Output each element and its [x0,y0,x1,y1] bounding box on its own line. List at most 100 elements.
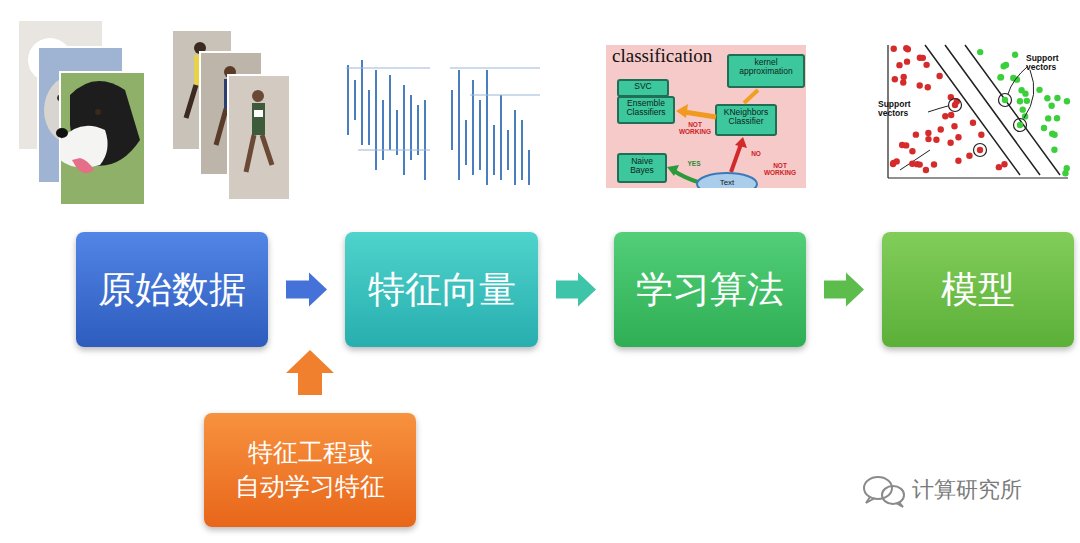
data-point [1001,161,1007,167]
chart-label: Naive Bayes [620,157,664,176]
support-vector-ring [999,94,1012,107]
feature-bar [417,105,419,155]
classifier-chart [716,105,776,135]
data-point [998,74,1004,80]
data-point [955,134,961,140]
data-point [1024,98,1030,104]
classifier-chart [684,112,716,117]
classifier-chart [606,45,806,188]
data-point [942,113,948,119]
feature-bar [458,70,460,180]
data-point [925,136,931,142]
data-point [916,161,922,167]
data-point [938,126,944,132]
flow-arrow [286,273,327,307]
data-point [909,161,915,167]
data-point [893,158,899,164]
chart-rule [346,68,430,150]
feature-bar [382,100,384,160]
data-point [913,131,919,137]
runner-photo [254,110,263,117]
support-vector-ring [1014,119,1027,132]
feature-bar [507,130,509,170]
chart-label: YES [684,160,704,167]
process-box: 特征向量 [345,232,538,347]
data-point [1003,62,1009,68]
feature-bar [396,110,398,155]
chart-label: classification [612,46,772,67]
feature-bar [486,70,488,185]
feature-bar [521,120,523,180]
data-point [901,74,907,80]
data-point [905,46,911,52]
data-point [925,130,931,136]
classifier-chart [618,97,674,123]
data-point [1048,102,1054,108]
data-point [903,142,909,148]
feature-bar [424,100,426,180]
chart-label: NOT WORKING [676,121,714,135]
classifier-chart [731,144,741,172]
chart-label: Ensemble Classifiers [620,99,672,118]
feature-bar [368,90,370,145]
data-point [1064,98,1070,104]
classifier-chart [618,154,666,182]
data-point [931,161,937,167]
data-point [923,62,929,68]
flow-arrow [824,273,864,307]
classifier-chart [674,171,698,182]
chart-label: KNeighbors Classifier [718,108,774,127]
flow-arrow [556,273,596,307]
dog-photo [60,72,145,205]
dog-photo [56,128,68,138]
box-label: 学习算法 [636,265,784,315]
support-vector-ring [974,144,987,157]
data-point [896,62,902,68]
runner-photo [228,75,290,200]
runner-photo [252,103,265,135]
chart-label: SVC [620,82,666,91]
classifier-chart [735,137,747,148]
data-point [955,157,961,163]
data-point [1062,170,1068,176]
feature-bar [514,110,516,185]
data-point [947,140,953,146]
data-point [925,84,931,90]
feature-bar [451,90,453,150]
box-label: 特征工程或 自动学习特征 [216,436,404,504]
data-point [1002,97,1008,103]
chart-label: NOT WORKING [760,162,800,176]
feature-bar [493,125,495,175]
feature-bar [465,120,467,165]
data-point [977,147,983,153]
data-point [920,55,926,61]
data-point [1049,131,1055,137]
dog-photo [95,109,101,115]
data-point [1054,115,1060,121]
feature-bar [361,60,363,145]
classifier-chart [728,55,804,87]
dog-photo [18,20,145,205]
feature-bar [347,65,349,135]
process-box: 模型 [882,232,1074,347]
box-label: 原始数据 [98,265,246,315]
box-label: 特征向量 [368,265,516,315]
wechat-icon [896,502,903,507]
chart-label: Support vectors [878,100,928,119]
classifier-chart [618,80,668,96]
support-vector-ring [949,99,962,112]
data-point [904,58,910,64]
feature-bars [450,68,540,185]
data-point [952,102,958,108]
chart-label: Text [712,179,742,188]
chart-label: Support vectors [1026,54,1076,73]
runner-photo [252,90,264,102]
feature-bar [528,150,530,185]
data-point [977,49,983,55]
process-box: 学习算法 [614,232,806,347]
data-point [997,74,1003,80]
data-point [1020,106,1026,112]
feature-bar [472,80,474,175]
data-point [996,164,1002,170]
feature-bar [375,70,377,170]
